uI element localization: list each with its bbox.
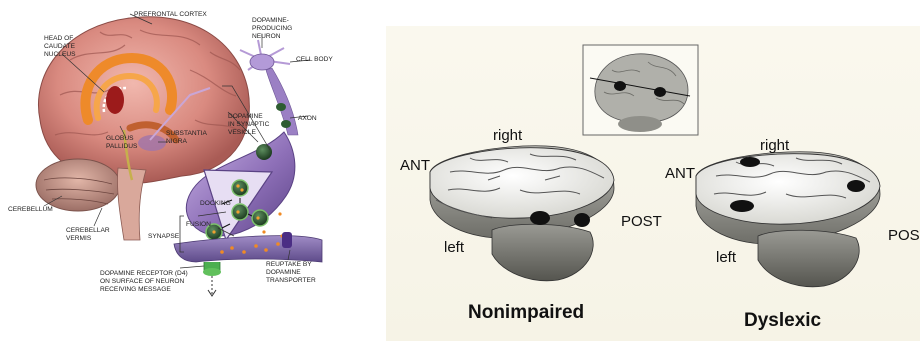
label-head-of-caudate-1: HEAD OF (44, 35, 73, 42)
label-fusion: FUSION (186, 221, 211, 228)
label-dopamine-neuron-1: DOPAMINE- (252, 17, 289, 24)
label-substantia-nigra-2: NIGRA (166, 138, 187, 145)
nonimpaired-lesion-1 (530, 211, 550, 225)
label-dopamine-neuron-2: PRODUCING (252, 25, 292, 32)
label-head-of-caudate-2: CAUDATE (44, 43, 76, 50)
nonimpaired-right-label: right (493, 127, 523, 144)
dopamine-pathway-illustration: PREFRONTAL CORTEX HEAD OF CAUDATE NUCLEU… (8, 11, 333, 296)
dyslexic-left-label: left (716, 249, 737, 266)
label-substantia-nigra-1: SUBSTANTIA (166, 130, 208, 137)
inset-brain-box (583, 45, 698, 135)
label-cell-body: CELL BODY (296, 56, 333, 63)
nonimpaired-post-label: POST (621, 213, 662, 230)
label-receptor-2: ON SURFACE OF NEURON (100, 278, 184, 285)
label-dopamine-vesicle-2: IN SYNAPTIC (228, 121, 270, 128)
label-globus-pallidus-2: PALLIDUS (106, 143, 138, 150)
label-dopamine-vesicle-3: VESICLE (228, 129, 256, 136)
label-receptor-3: RECEIVING MESSAGE (100, 286, 171, 293)
nonimpaired-ant-label: ANT (400, 157, 430, 174)
dyslexic-right-label: right (760, 137, 790, 154)
label-cerebellar-vermis-1: CEREBELLAR (66, 227, 110, 234)
nonimpaired-left-label: left (444, 239, 465, 256)
label-cerebellar-vermis-2: VERMIS (66, 235, 92, 242)
d4-receptor (203, 262, 221, 296)
nonimpaired-lesion-2 (574, 213, 590, 227)
dyslexic-post-label: POST (888, 227, 920, 244)
label-reuptake-1: REUPTAKE BY (266, 261, 312, 268)
dyslexia-scan-illustration: ANT right POST left Nonimpaired ANT righ… (386, 26, 920, 341)
label-axon: AXON (298, 115, 317, 122)
label-reuptake-2: DOPAMINE (266, 269, 301, 276)
label-globus-pallidus-1: GLOBUS (106, 135, 134, 142)
label-receptor-1: DOPAMINE RECEPTOR (D4) (100, 270, 188, 277)
label-synapse: SYNAPSE (148, 233, 180, 240)
label-prefrontal-cortex: PREFRONTAL CORTEX (134, 11, 207, 18)
nonimpaired-title: Nonimpaired (468, 302, 584, 323)
label-docking: DOCKING (200, 200, 231, 207)
label-reuptake-3: TRANSPORTER (266, 277, 316, 284)
label-dopamine-neuron-3: NEURON (252, 33, 281, 40)
label-cerebellum: CEREBELLUM (8, 206, 53, 213)
dyslexic-lesion-2 (847, 180, 865, 192)
dyslexic-ant-label: ANT (665, 165, 695, 182)
label-dopamine-vesicle-1: DOPAMINE (228, 113, 263, 120)
label-head-of-caudate-3: NUCLEUS (44, 51, 76, 58)
dyslexic-lesion-3 (730, 200, 754, 212)
dyslexic-lesion-1 (740, 157, 760, 167)
dopamine-transporter (282, 232, 292, 248)
dyslexic-title: Dyslexic (744, 310, 822, 331)
